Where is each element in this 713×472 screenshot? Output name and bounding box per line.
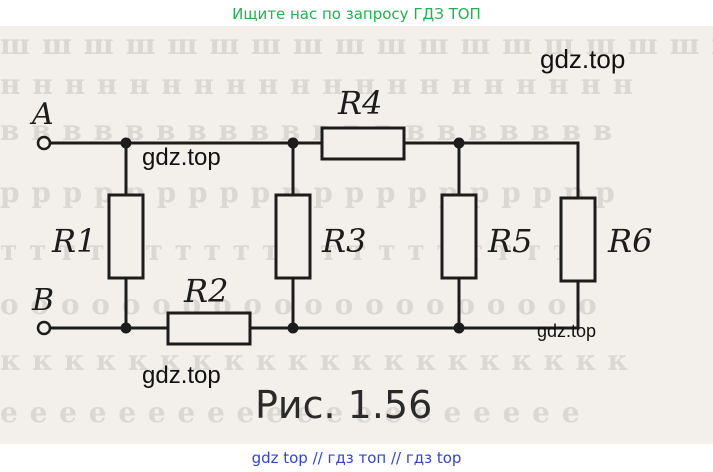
watermark-text: gdz.top — [142, 362, 221, 389]
resistor-r4-label: R4 — [337, 84, 382, 122]
watermark-text: gdz.top — [142, 144, 221, 171]
resistor-r1-symbol — [107, 193, 145, 280]
resistor-r3-symbol — [274, 193, 312, 280]
resistor-r5-symbol — [440, 193, 478, 280]
terminal-a-label: A — [29, 97, 54, 132]
resistor-r6-label: R6 — [607, 222, 652, 260]
resistor-r4-symbol — [320, 126, 406, 161]
terminal-b-label: B — [31, 283, 54, 318]
background-bleed-text: н н н н н н н н н н н н н н н н н н н н — [0, 68, 635, 101]
junction-dot — [120, 137, 132, 149]
junction-dot — [453, 137, 465, 149]
watermark-text: gdz.top — [537, 321, 597, 341]
resistor-r5-label: R5 — [487, 222, 532, 260]
resistor-r2-label: R2 — [183, 272, 228, 310]
figure-caption: Рис. 1.56 — [255, 383, 432, 427]
background-bleed-text: о о о о о о о о о о о о о о о о о о о о — [0, 288, 598, 321]
bottom-banner: gdz top // гдз топ // гдз top — [251, 449, 462, 467]
top-banner: Ищите нас по запросу ГДЗ ТОП — [232, 5, 481, 23]
watermark-text: gdz.top — [540, 44, 626, 74]
junction-dot — [287, 137, 299, 149]
background-bleed-text: е е е е е е е е е е е е е е е е е е е е — [0, 396, 581, 429]
background-bleed-text: ш ш ш ш ш ш ш ш ш ш ш ш ш ш ш ш ш ш ш — [0, 28, 713, 61]
terminal-a-circle — [36, 135, 52, 151]
resistor-r6-symbol — [559, 196, 597, 283]
resistor-r1-label: R1 — [51, 222, 96, 260]
terminal-b-circle — [36, 320, 52, 336]
junction-dot — [120, 322, 132, 334]
junction-dot — [453, 322, 465, 334]
background-bleed-text: к к к к к к к к к к к к к к к к к к к к — [0, 344, 629, 377]
junction-dot — [287, 322, 299, 334]
resistor-r2-symbol — [166, 311, 252, 346]
resistor-r3-label: R3 — [321, 222, 366, 260]
